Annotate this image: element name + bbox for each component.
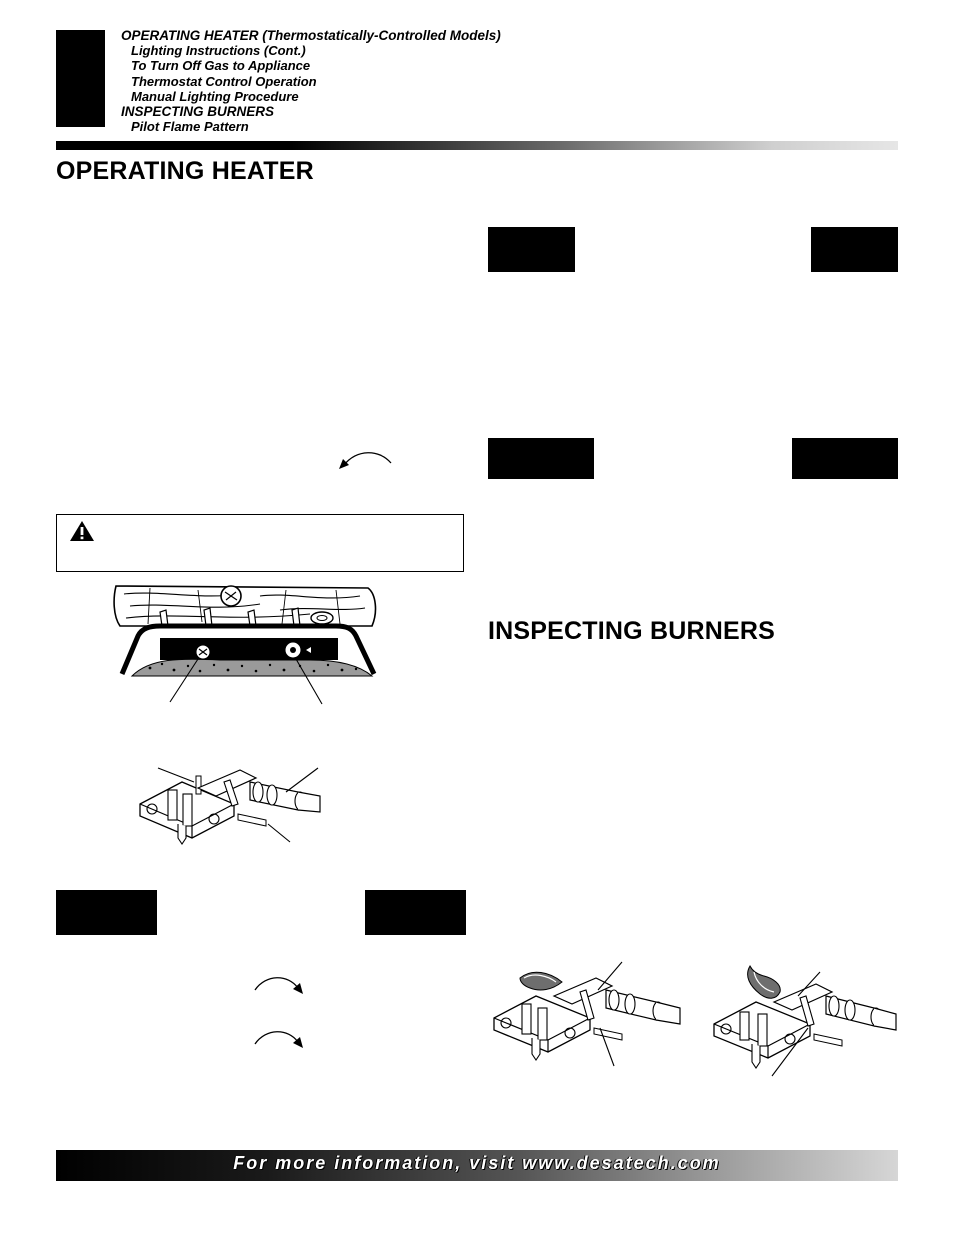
toc-item-pilot-flame-pattern[interactable]: Pilot Flame Pattern bbox=[131, 119, 249, 135]
clockwise-arrow-icon bbox=[254, 977, 303, 994]
counterclockwise-arrow-icon bbox=[339, 452, 392, 469]
toc-item-operating-heater[interactable]: OPERATING HEATER (Thermostatically-Contr… bbox=[121, 28, 501, 43]
toc-item-inspecting-burners[interactable]: INSPECTING BURNERS bbox=[121, 104, 275, 120]
footer-website-text[interactable]: For more information, visit www.desatech… bbox=[233, 1153, 721, 1173]
clockwise-arrow-icon bbox=[254, 1031, 303, 1048]
header-rule bbox=[56, 141, 898, 150]
pilot-flame-pattern-incorrect-illustration bbox=[713, 964, 897, 1077]
warning-triangle-icon bbox=[70, 521, 94, 541]
footer-banner: For more information, visit www.desatech… bbox=[56, 1150, 898, 1181]
pilot-flame-pattern-correct-illustration bbox=[493, 961, 681, 1067]
warning-box bbox=[56, 514, 464, 572]
chapter-tab-block bbox=[56, 30, 105, 127]
table-of-contents: OPERATING HEATER (Thermostatically-Contr… bbox=[121, 28, 501, 134]
label-block-right-1 bbox=[811, 227, 898, 272]
toc-item-turn-off-gas[interactable]: To Turn Off Gas to Appliance bbox=[131, 58, 311, 74]
toc-item-lighting-instructions[interactable]: Lighting Instructions (Cont.) bbox=[131, 43, 306, 59]
toc-item-manual-lighting[interactable]: Manual Lighting Procedure bbox=[131, 88, 299, 104]
log-set-controls-illustration bbox=[113, 585, 377, 705]
label-block-right-2 bbox=[792, 438, 898, 479]
section-title-inspecting-burners: INSPECTING BURNERS bbox=[488, 617, 775, 645]
label-block-left-1 bbox=[488, 227, 575, 272]
label-block-right-3 bbox=[365, 890, 466, 935]
toc-item-thermostat-control[interactable]: Thermostat Control Operation bbox=[131, 73, 317, 89]
section-title-operating-heater: OPERATING HEATER bbox=[56, 157, 314, 185]
pilot-assembly-illustration bbox=[139, 767, 321, 845]
label-block-left-3 bbox=[56, 890, 157, 935]
label-block-left-2 bbox=[488, 438, 594, 479]
